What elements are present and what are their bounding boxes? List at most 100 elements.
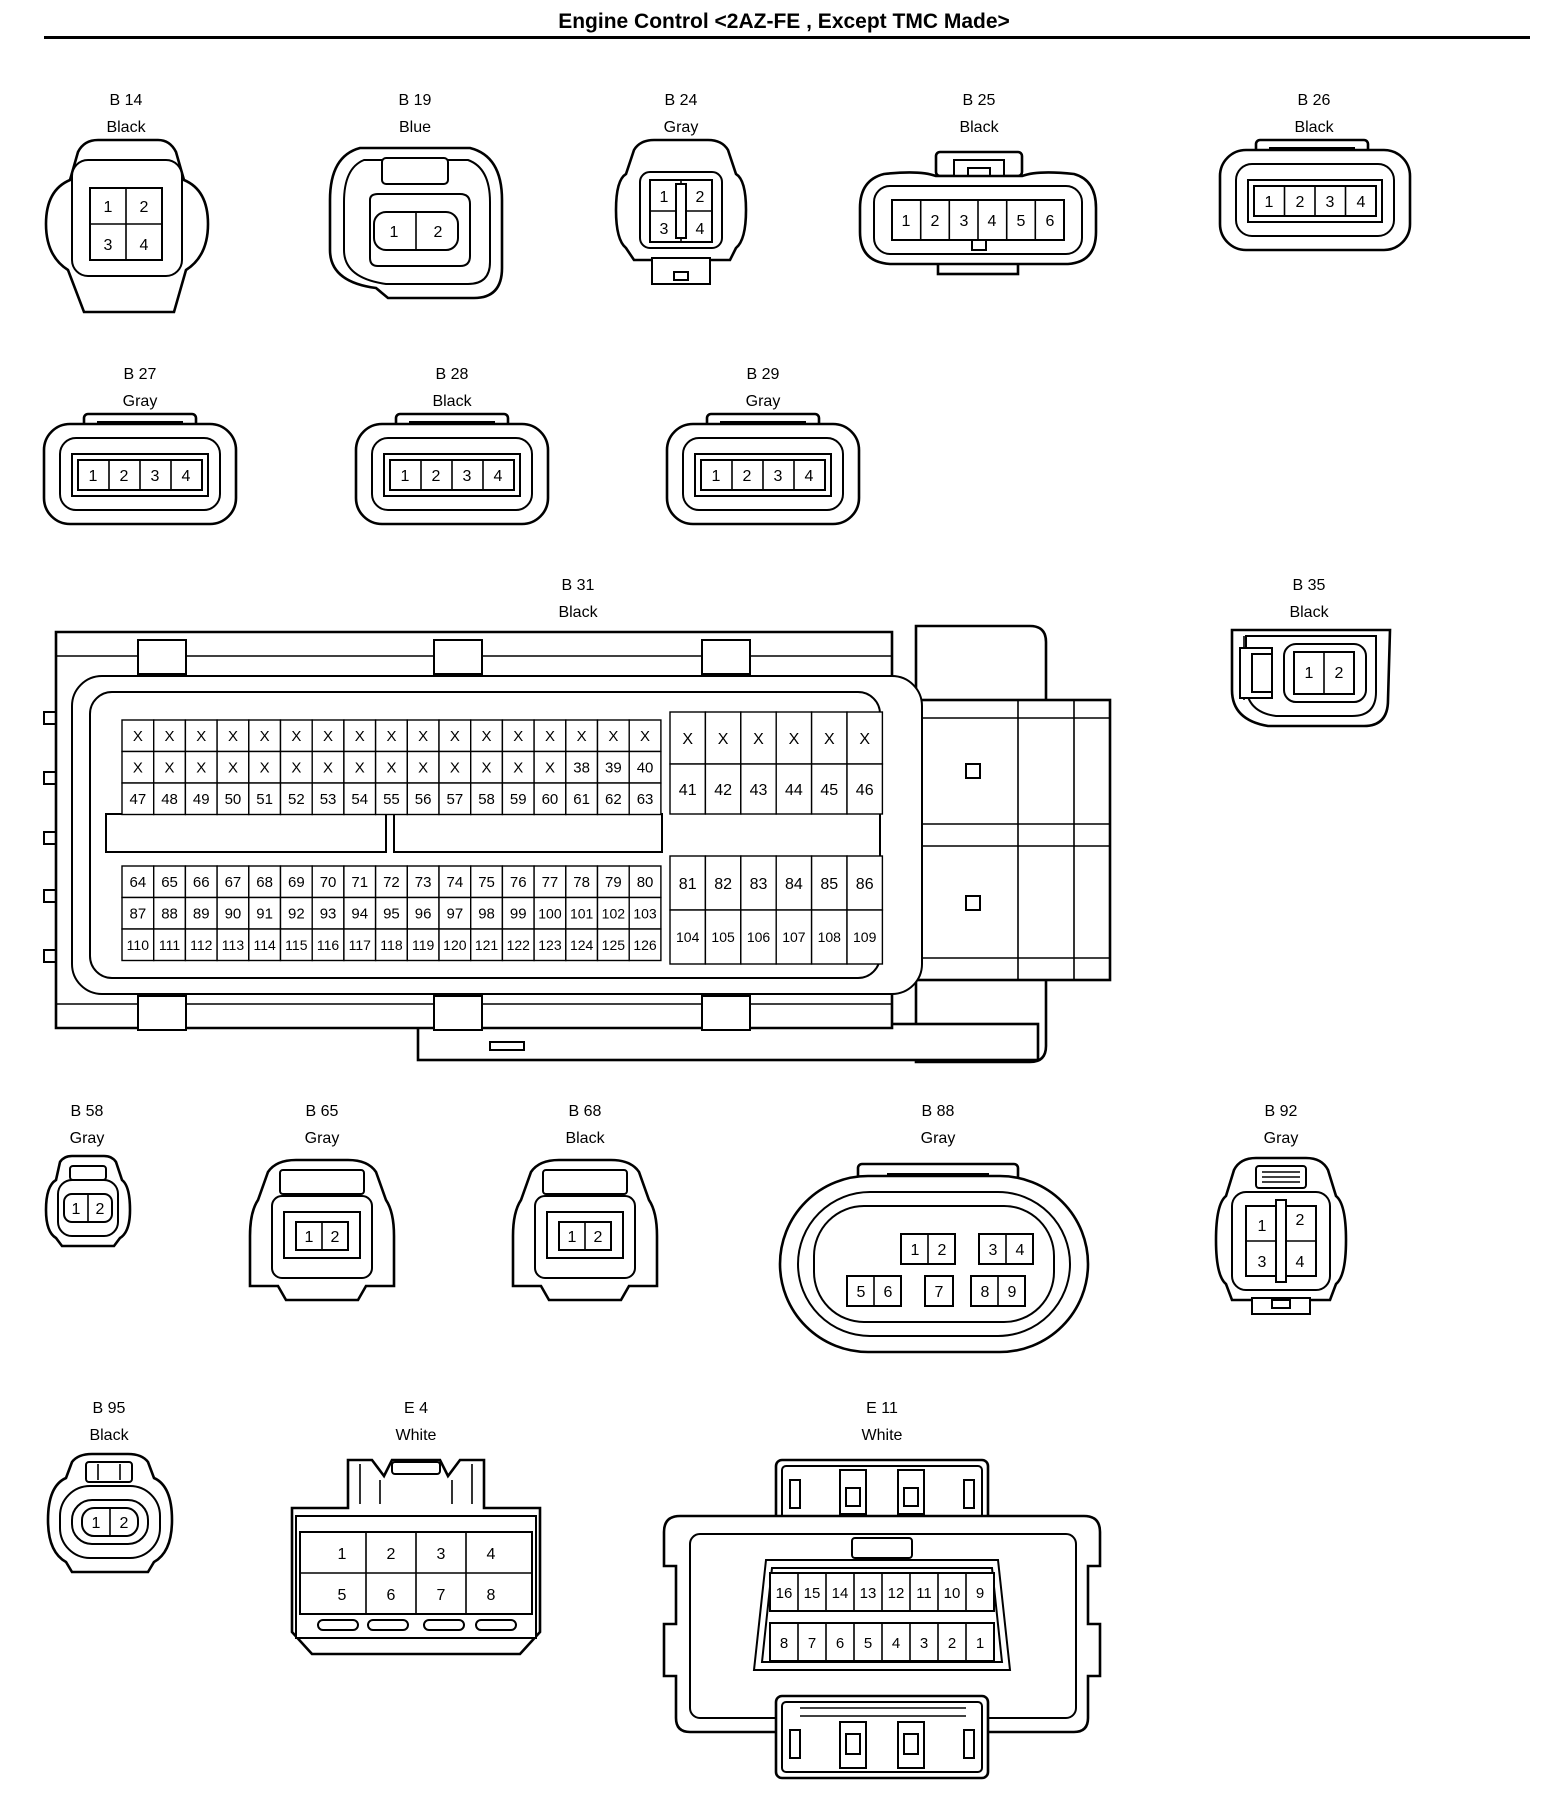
connector-e4: E 4 White 1 2 3 4 5 6 7 8	[290, 1400, 542, 1656]
connector-color: Gray	[70, 1130, 105, 1147]
pin-cell	[565, 896, 599, 930]
pin-cell	[704, 855, 742, 911]
pin-cell	[669, 763, 707, 815]
pin-label: 11	[916, 1585, 932, 1602]
pin-label: 13	[860, 1585, 877, 1602]
connector-b35: B 35 Black 1 2	[1230, 577, 1392, 728]
pin-cell	[775, 855, 813, 911]
pin-label: 1	[89, 468, 98, 485]
pin-cell	[438, 865, 472, 899]
pin-label: 3	[1258, 1254, 1267, 1271]
pin-label: 3	[104, 237, 113, 254]
connector-id: B 68	[569, 1103, 602, 1120]
pin-label: 63	[637, 791, 654, 808]
pin-label: 114	[253, 937, 276, 953]
pin-label: X	[640, 728, 650, 745]
pin-label: 1	[1258, 1218, 1267, 1235]
pin-label: 4	[988, 213, 997, 230]
pin-label: 12	[888, 1585, 905, 1602]
connector-color: Gray	[664, 119, 699, 136]
pin-label: 64	[130, 874, 147, 891]
pin-label: 9	[1008, 1284, 1017, 1301]
pin-label: 77	[542, 874, 559, 891]
pin-label: 47	[130, 791, 147, 808]
connector-color: Gray	[746, 393, 781, 410]
pin-label: 1	[401, 468, 410, 485]
pin-label: 1	[92, 1515, 101, 1532]
pin-cell	[740, 909, 777, 965]
pin-label: 8	[487, 1587, 496, 1604]
pin-label: 4	[1016, 1242, 1025, 1259]
pin-cell	[810, 763, 848, 815]
pin-cell	[628, 782, 662, 816]
pin-cell	[596, 782, 630, 816]
connector-color: Black	[89, 1427, 129, 1444]
pin-label: 50	[225, 791, 242, 808]
connector-id: B 88	[922, 1103, 955, 1120]
pin-label: X	[513, 760, 523, 777]
pin-label: X	[165, 760, 175, 777]
pin-label: 91	[256, 906, 273, 923]
connector-b19: B 19 Blue 1 2	[328, 92, 504, 300]
pin-label: 93	[320, 906, 337, 923]
pin-label: 84	[785, 876, 803, 893]
pin-label: 83	[750, 876, 768, 893]
pin-label: 2	[120, 1515, 129, 1532]
pin-label: X	[753, 731, 764, 748]
pin-label: 44	[785, 782, 803, 799]
pin-label: X	[386, 760, 396, 777]
pin-label: 60	[542, 791, 559, 808]
connector-id: B 14	[110, 92, 143, 109]
connector-b27: B 27 Gray 1 2 3 4	[42, 366, 238, 526]
pin-cell	[374, 782, 409, 816]
pin-label: 78	[573, 874, 590, 891]
pin-cell	[533, 782, 567, 816]
pin-label: 3	[151, 468, 160, 485]
pin-label: 98	[478, 906, 495, 923]
pin-label: 4	[487, 1546, 496, 1563]
pin-label: 55	[383, 791, 400, 808]
pin-label: 16	[776, 1585, 793, 1602]
pin-label: 3	[463, 468, 472, 485]
pin-label: 42	[714, 782, 732, 799]
pin-label: X	[196, 728, 206, 745]
pin-label: 4	[1296, 1254, 1305, 1271]
connector-color: Black	[106, 119, 146, 136]
pin-label: X	[545, 760, 555, 777]
pin-label: 1	[104, 199, 113, 216]
pin-label: 2	[931, 213, 940, 230]
pin-label: 3	[774, 468, 783, 485]
pin-label: 2	[1296, 1212, 1305, 1229]
pin-label: 54	[351, 791, 368, 808]
connector-b65: B 65 Gray 1 2	[248, 1103, 396, 1302]
pin-label: 1	[911, 1242, 920, 1259]
connector-id: B 26	[1298, 92, 1331, 109]
pin-label: 125	[602, 937, 626, 953]
connector-b24: B 24 Gray 1 2 3 4	[614, 92, 748, 285]
pin-label: 65	[161, 874, 178, 891]
pin-label: 118	[380, 937, 403, 953]
pin-cell	[438, 782, 472, 816]
connector-color: Black	[1289, 604, 1329, 621]
pin-label: 104	[676, 929, 700, 945]
pin-label: 59	[510, 791, 527, 808]
pin-label: X	[482, 728, 492, 745]
connector-b68: B 68 Black 1 2	[511, 1103, 659, 1302]
pin-label: X	[228, 728, 238, 745]
pin-label: 117	[349, 937, 372, 953]
pin-label: 5	[1017, 213, 1026, 230]
pin-label: X	[789, 731, 800, 748]
pin-label: 122	[507, 937, 531, 953]
pin-cell	[810, 909, 848, 965]
pin-cell	[406, 865, 440, 899]
pin-label: 45	[820, 782, 838, 799]
pin-label: 2	[140, 199, 149, 216]
pin-label: 46	[856, 782, 874, 799]
pin-label: 107	[782, 929, 806, 945]
pin-cell	[501, 928, 535, 962]
pin-cell	[374, 865, 409, 899]
pin-label: 2	[434, 224, 443, 241]
pin-label: 106	[747, 929, 771, 945]
pin-label: 9	[976, 1585, 984, 1602]
pin-cell	[501, 782, 535, 816]
